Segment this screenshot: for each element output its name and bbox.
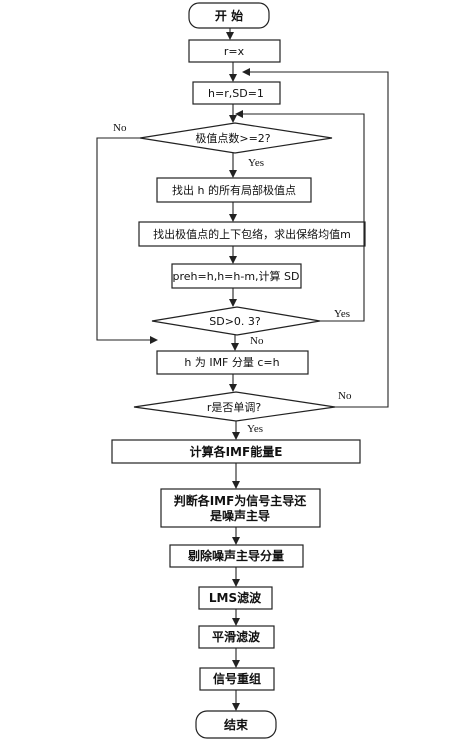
lms-label: LMS滤波	[209, 590, 262, 605]
yes-label-sd: Yes	[334, 308, 350, 320]
start-node: 开 始	[188, 2, 270, 29]
init-r-label: r=x	[224, 45, 245, 58]
lms-node: LMS滤波	[198, 586, 273, 610]
decision-mono-label: r是否单调?	[207, 401, 262, 414]
arrow-no-extrema	[96, 137, 158, 344]
decision-extrema-label: 极值点数>=2?	[195, 131, 270, 145]
decision-sd-label: SD>0. 3?	[209, 315, 261, 328]
init-h-node: h=r,SD=1	[192, 81, 281, 105]
decision-sd-node: SD>0. 3?	[151, 306, 321, 336]
init-r-node: r=x	[188, 39, 281, 63]
no-label-extrema: No	[113, 122, 127, 134]
end-node: 结束	[195, 710, 277, 739]
yes-label-extrema: Yes	[248, 157, 264, 169]
find-extrema-node: 找出 h 的所有局部极值点	[156, 177, 312, 203]
energy-node: 计算各IMF能量E	[111, 439, 361, 464]
compute-label: preh=h,h=h-m,计算 SD	[173, 269, 300, 283]
imf-label: h 为 IMF 分量 c=h	[184, 356, 279, 369]
compute-node: preh=h,h=h-m,计算 SD	[171, 263, 302, 289]
remove-label: 剔除噪声主导分量	[187, 548, 284, 563]
arrow-sd-yes-loop	[235, 110, 365, 322]
remove-node: 剔除噪声主导分量	[169, 544, 304, 568]
judge-label-line1: 判断各IMF为信号主导还	[174, 493, 308, 508]
judge-label-line2: 是噪声主导	[209, 508, 270, 523]
end-label: 结束	[224, 717, 249, 732]
no-label-mono: No	[338, 390, 352, 402]
no-label-sd: No	[250, 335, 264, 347]
start-label: 开 始	[215, 8, 243, 23]
recon-label: 信号重组	[213, 671, 261, 686]
smooth-node: 平滑滤波	[198, 625, 275, 649]
judge-node: 判断各IMF为信号主导还 是噪声主导	[160, 488, 321, 528]
decision-extrema-node: 极值点数>=2?	[139, 122, 333, 154]
yes-label-mono: Yes	[247, 423, 263, 435]
arrow-mono-no-loop	[242, 68, 389, 408]
smooth-label: 平滑滤波	[212, 629, 261, 644]
energy-label: 计算各IMF能量E	[190, 444, 283, 459]
find-extrema-label: 找出 h 的所有局部极值点	[172, 183, 296, 197]
envelope-node: 找出极值点的上下包络，求出保络均值m	[138, 221, 366, 247]
envelope-label: 找出极值点的上下包络，求出保络均值m	[153, 227, 351, 241]
recon-node: 信号重组	[199, 667, 275, 691]
decision-mono-node: r是否单调?	[133, 391, 336, 422]
imf-node: h 为 IMF 分量 c=h	[156, 350, 309, 375]
init-h-label: h=r,SD=1	[208, 87, 264, 100]
